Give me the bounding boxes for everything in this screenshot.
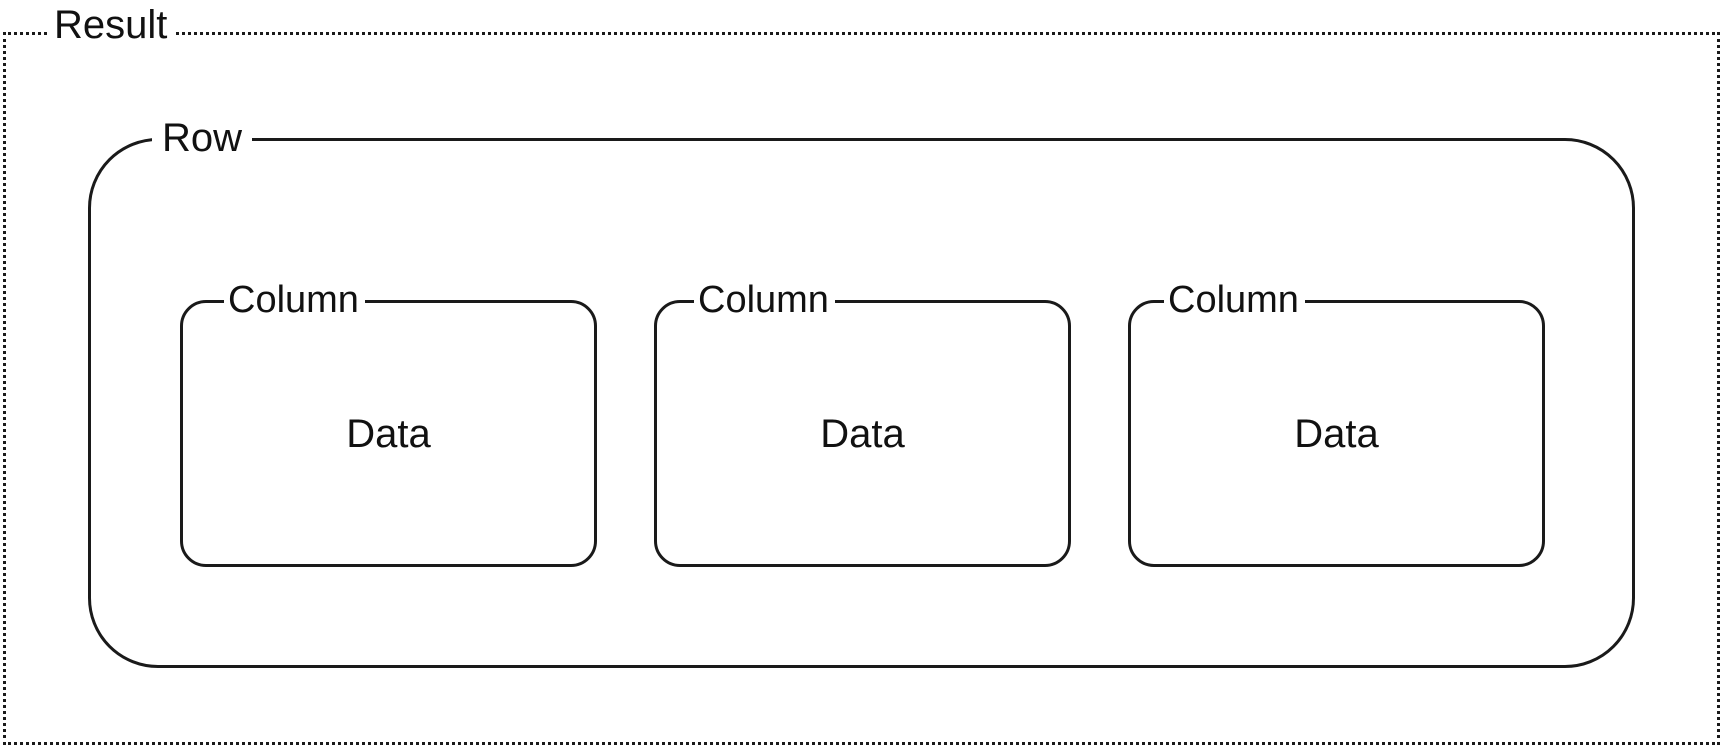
column-container-3: Data: [1128, 300, 1545, 567]
column-data-3: Data: [1294, 411, 1379, 456]
result-label: Result: [50, 5, 176, 45]
row-label: Row: [152, 118, 253, 158]
column-label-1: Column: [224, 281, 365, 319]
column-data-2: Data: [820, 411, 905, 456]
column-container-1: Data: [180, 300, 597, 567]
row-container: [88, 138, 1635, 668]
column-container-2: Data: [654, 300, 1071, 567]
column-label-2: Column: [694, 281, 835, 319]
column-label-3: Column: [1164, 281, 1305, 319]
result-container: [3, 32, 1720, 745]
column-data-1: Data: [346, 411, 431, 456]
